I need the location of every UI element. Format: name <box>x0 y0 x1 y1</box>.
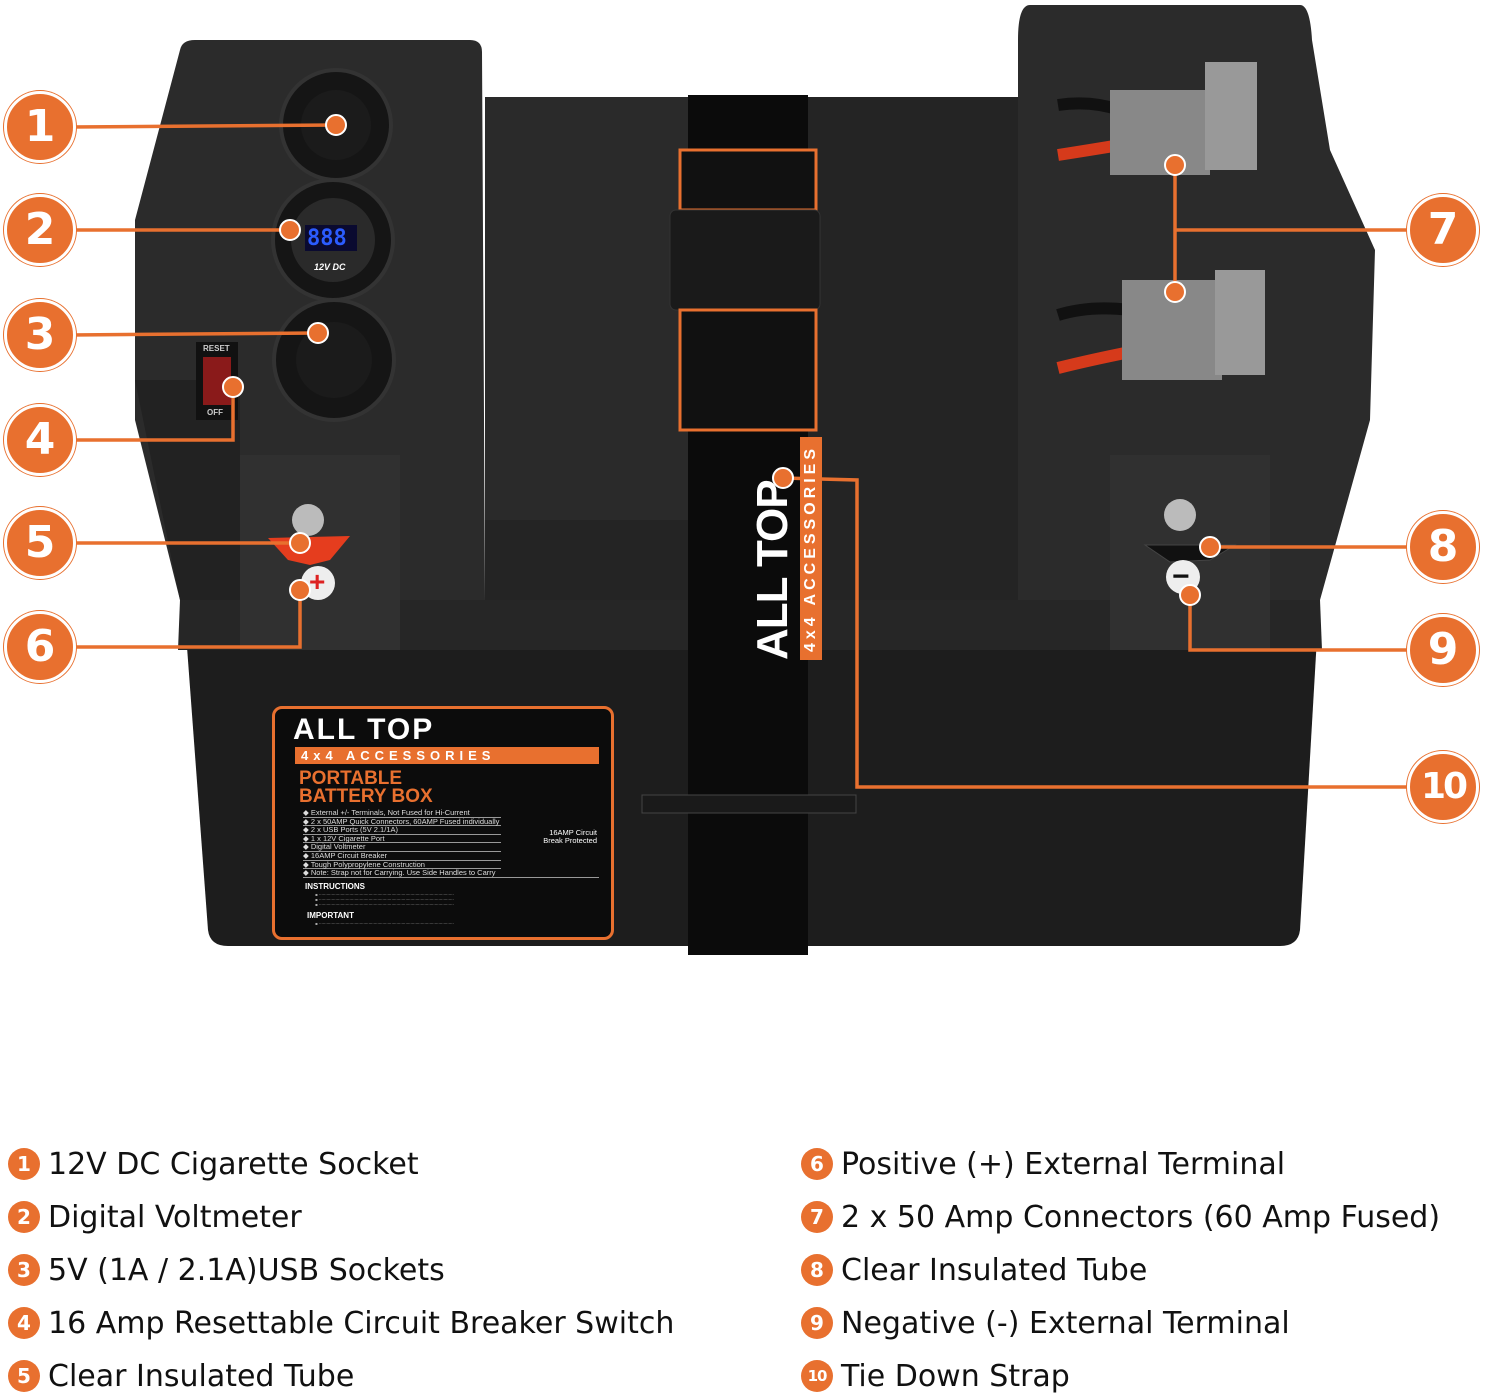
legend-number: 10 <box>801 1360 833 1392</box>
legend-number: 5 <box>8 1360 40 1392</box>
label-feature: ◆ 2 x 50AMP Quick Connectors, 60AMP Fuse… <box>303 816 501 827</box>
callout-3: 3 <box>4 299 76 371</box>
label-instructions-heading: INSTRUCTIONS <box>305 881 365 891</box>
product-diagram: 888 12V DC RESET OFF + − ALL TOP 4x4 ACC… <box>4 5 1479 955</box>
anderson-connector-bottom <box>1056 270 1265 380</box>
legend-text: Positive (+) External Terminal <box>841 1146 1286 1182</box>
positive-symbol: + <box>309 566 326 597</box>
voltmeter-display: 888 <box>307 226 347 251</box>
label-feature: ◆ External +/- Terminals, Not Fused for … <box>303 809 501 818</box>
label-title-2: BATTERY BOX <box>299 786 433 807</box>
callout-8: 8 <box>1407 511 1479 583</box>
label-feature: ◆ 2 x USB Ports (5V 2.1/1A) <box>303 826 501 835</box>
label-tagline: 4x4 ACCESSORIES <box>295 747 599 764</box>
strap-buckle <box>669 209 821 311</box>
label-feature: ◆ Digital Voltmeter <box>303 843 501 852</box>
leader-dots <box>222 114 1221 606</box>
breaker-off-label: OFF <box>207 408 223 417</box>
legend-number: 2 <box>8 1201 40 1233</box>
label-brand: ALL TOP <box>293 713 435 746</box>
legend-number: 9 <box>801 1307 833 1339</box>
legend-text: 16 Amp Resettable Circuit Breaker Switch <box>48 1305 675 1341</box>
label-breaker-note: 16AMP Circuit Break Protected <box>543 828 597 845</box>
legend-text: Clear Insulated Tube <box>841 1252 1148 1288</box>
callout-7: 7 <box>1407 194 1479 266</box>
label-feature: ◆ 1 x 12V Cigarette Port <box>303 835 501 844</box>
product-label: ALL TOP 4x4 ACCESSORIES PORTABLE BATTERY… <box>272 706 614 940</box>
label-title-1: PORTABLE <box>299 768 403 789</box>
legend-text: 5V (1A / 2.1A)USB Sockets <box>48 1252 445 1288</box>
strap-logo: ALL TOP 4x4 ACCESSORIES <box>748 436 822 660</box>
legend-number: 4 <box>8 1307 40 1339</box>
legend-text: 12V DC Cigarette Socket <box>48 1146 419 1182</box>
breaker-reset-label: RESET <box>203 344 230 353</box>
legend-text: Tie Down Strap <box>841 1358 1070 1394</box>
callout-10: 10 <box>1407 751 1479 823</box>
legend-number: 6 <box>801 1148 833 1180</box>
callout-6: 6 <box>4 611 76 683</box>
legend-number: 7 <box>801 1201 833 1233</box>
label-important-heading: IMPORTANT <box>307 910 354 920</box>
negative-symbol: − <box>1172 560 1190 593</box>
legend-text: Negative (-) External Terminal <box>841 1305 1290 1341</box>
callout-4: 4 <box>4 404 76 476</box>
legend-number: 8 <box>801 1254 833 1286</box>
legend-text: 2 x 50 Amp Connectors (60 Amp Fused) <box>841 1199 1441 1235</box>
callout-1: 1 <box>4 91 76 163</box>
legend-text: Digital Voltmeter <box>48 1199 302 1235</box>
label-feature: ◆ Tough Polypropylene Construction <box>303 860 501 870</box>
callout-2: 2 <box>4 194 76 266</box>
callout-5: 5 <box>4 507 76 579</box>
label-feature: ◆ Note: Strap not for Carrying. Use Side… <box>303 869 599 878</box>
legend-number: 3 <box>8 1254 40 1286</box>
legend-text: Clear Insulated Tube <box>48 1358 355 1394</box>
callout-9: 9 <box>1407 614 1479 686</box>
voltmeter-label: 12V DC <box>314 262 346 272</box>
anderson-connector-top <box>1057 62 1257 175</box>
label-feature: ◆ 16AMP Circuit Breaker <box>303 852 501 861</box>
legend-number: 1 <box>8 1148 40 1180</box>
